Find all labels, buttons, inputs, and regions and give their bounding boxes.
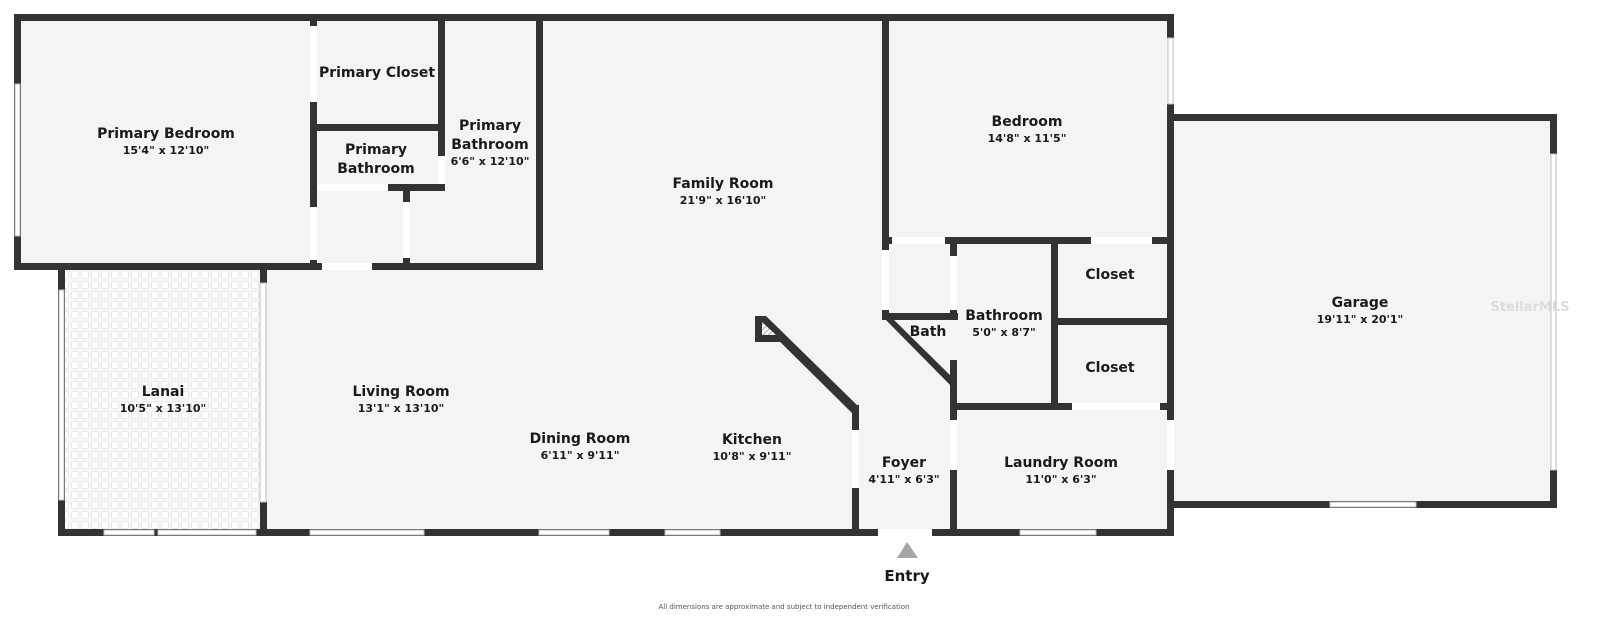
- room-name: Laundry Room: [1004, 455, 1118, 471]
- window: [309, 529, 425, 536]
- room-dims: 13'1" x 13'10": [358, 402, 445, 415]
- room-name: Kitchen: [722, 432, 782, 448]
- room-kitchen: Kitchen 10'8" x 9'11": [713, 432, 792, 463]
- room-family-room: Family Room 21'9" x 16'10": [673, 176, 774, 207]
- room-name: Family Room: [673, 176, 774, 192]
- room-name-line1: Primary: [345, 142, 407, 158]
- window: [14, 83, 21, 237]
- room-name-line1: Primary: [459, 118, 521, 134]
- room-foyer: Foyer 4'11" x 6'3": [868, 455, 939, 486]
- door-primary-bedroom-hall: [322, 263, 372, 270]
- room-dims: 4'11" x 6'3": [868, 473, 939, 486]
- entry-arrow-icon: [897, 542, 918, 558]
- room-primary-bathroom: Primary Bathroom 6'6" x 12'10": [451, 118, 530, 168]
- door-linen: [882, 250, 889, 310]
- door-entry: [878, 529, 932, 536]
- door-closet-2: [1072, 403, 1160, 410]
- room-dims: 11'0" x 6'3": [1025, 473, 1096, 486]
- room-name: Foyer: [882, 455, 926, 471]
- door-primary-bath: [317, 184, 388, 191]
- entry-label: Entry: [884, 567, 929, 585]
- room-name: Dining Room: [530, 431, 631, 447]
- door-bathroom: [950, 256, 957, 310]
- door-laundry: [950, 420, 957, 470]
- window: [157, 529, 257, 536]
- room-labels: Primary Bedroom 15'4" x 12'10" Primary C…: [97, 65, 1403, 486]
- room-dims: 6'11" x 9'11": [541, 449, 620, 462]
- room-primary-bedroom: Primary Bedroom 15'4" x 12'10": [97, 126, 235, 157]
- room-name: Living Room: [352, 384, 449, 400]
- room-dining-room: Dining Room 6'11" x 9'11": [530, 431, 631, 462]
- room-dims: 10'8" x 9'11": [713, 450, 792, 463]
- room-bath: Bath: [910, 324, 947, 340]
- room-dims: 19'11" x 20'1": [1317, 313, 1404, 326]
- disclaimer: All dimensions are approximate and subje…: [659, 603, 910, 611]
- room-dims: 21'9" x 16'10": [680, 194, 767, 207]
- window: [58, 289, 65, 501]
- door-garage: [1167, 420, 1174, 470]
- room-garage: Garage 19'11" x 20'1": [1317, 295, 1404, 326]
- room-name: Closet: [1085, 360, 1135, 376]
- doors: [310, 26, 1174, 536]
- room-primary-bathroom-small: Primary Bathroom: [337, 142, 415, 177]
- room-dims: 15'4" x 12'10": [123, 144, 210, 157]
- window: [1019, 529, 1097, 536]
- room-primary-closet: Primary Closet: [319, 65, 435, 81]
- room-closet-2: Closet: [1085, 360, 1135, 376]
- windows: [14, 37, 1557, 536]
- watermark: StellarMLS: [1490, 300, 1569, 315]
- door-bedroom: [892, 237, 945, 244]
- window: [1167, 37, 1174, 105]
- room-laundry-room: Laundry Room 11'0" x 6'3": [1004, 455, 1118, 486]
- door-closet-1: [1091, 237, 1152, 244]
- window: [1329, 501, 1417, 508]
- window: [538, 529, 610, 536]
- room-dims: 5'0" x 8'7": [972, 326, 1036, 339]
- room-name: Garage: [1332, 295, 1389, 311]
- floors: [16, 16, 1555, 536]
- door-kitchen-foyer: [852, 430, 859, 488]
- room-name: Lanai: [142, 384, 185, 400]
- room-dims: 10'5" x 13'10": [120, 402, 207, 415]
- door-primary-bath-2: [403, 202, 410, 258]
- room-closet-1: Closet: [1085, 267, 1135, 283]
- window: [664, 529, 721, 536]
- room-bathroom: Bathroom 5'0" x 8'7": [965, 308, 1043, 339]
- room-dims: 6'6" x 12'10": [451, 155, 530, 168]
- room-name: Bathroom: [965, 308, 1043, 324]
- room-name: Closet: [1085, 267, 1135, 283]
- room-dims: 14'8" x 11'5": [988, 132, 1067, 145]
- room-name-line2: Bathroom: [337, 161, 415, 177]
- room-name-line2: Bathroom: [451, 137, 529, 153]
- room-name: Bath: [910, 324, 947, 340]
- window-garage-door: [1550, 153, 1557, 471]
- hatched-column: [762, 322, 776, 335]
- room-name: Primary Closet: [319, 65, 435, 81]
- door-primary-bathroom: [438, 156, 445, 184]
- door-primary-closet: [310, 26, 317, 102]
- room-living-room: Living Room 13'1" x 13'10": [352, 384, 449, 415]
- room-lanai: Lanai 10'5" x 13'10": [120, 384, 207, 415]
- floor-upper: [16, 16, 1172, 268]
- room-name: Primary Bedroom: [97, 126, 235, 142]
- window: [259, 282, 267, 503]
- room-name: Bedroom: [992, 114, 1063, 130]
- room-bedroom: Bedroom 14'8" x 11'5": [988, 114, 1067, 145]
- window: [103, 529, 155, 536]
- floor-garage: [1172, 116, 1555, 506]
- door-primary-walkway: [310, 207, 317, 260]
- lanai-tile-floor: [64, 272, 262, 530]
